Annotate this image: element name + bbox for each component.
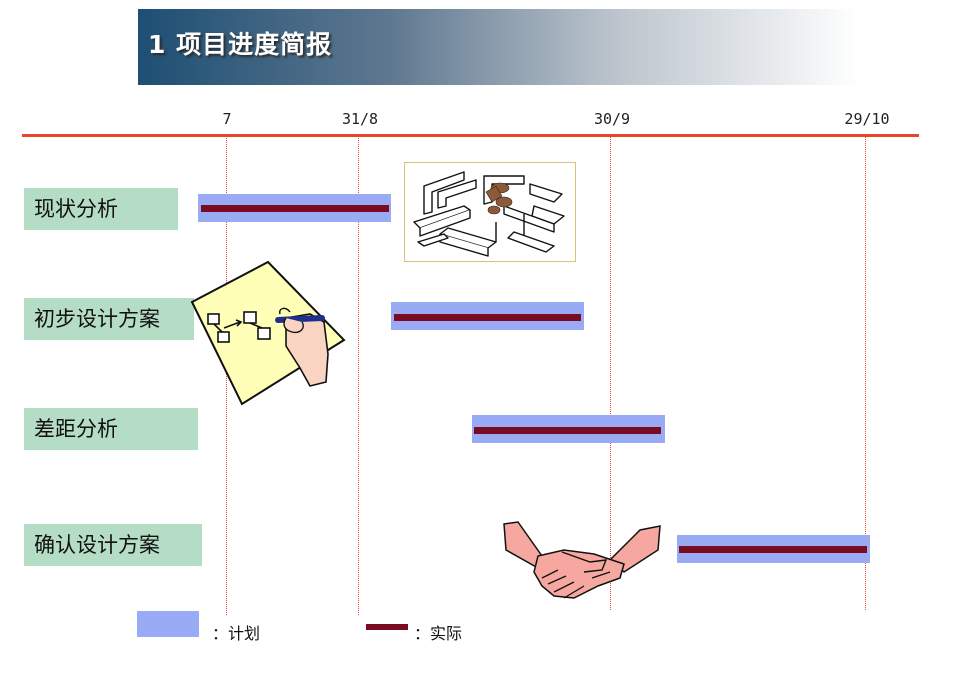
title-banner: 1 项目进度简报 <box>138 9 860 85</box>
legend-actual-label: ：实际 <box>414 624 463 643</box>
legend-actual-swatch <box>366 624 408 630</box>
legend-plan-label: ：计划 <box>212 624 261 643</box>
gridline-29-10 <box>865 135 866 610</box>
date-label-31-8: 31/8 <box>341 110 379 128</box>
actual-bar <box>394 314 581 321</box>
task-label-preliminary-design: 初步设计方案 <box>24 298 194 340</box>
maze-icon <box>404 162 576 262</box>
actual-bar <box>474 427 661 434</box>
task-label-gap-analysis: 差距分析 <box>24 408 198 450</box>
handshake-icon <box>503 521 661 599</box>
gridline-31-8 <box>358 135 359 615</box>
gridline-30-9 <box>610 135 611 610</box>
date-label-29-10: 29/10 <box>844 110 890 128</box>
page-title: 1 项目进度简报 <box>148 30 333 59</box>
task-label-confirm-design: 确认设计方案 <box>24 524 202 566</box>
task-label-status-analysis: 现状分析 <box>24 188 178 230</box>
timeline-axis <box>22 134 919 137</box>
date-label-30-9: 30/9 <box>593 110 631 128</box>
actual-bar <box>201 205 389 212</box>
gridline-7 <box>226 135 227 615</box>
date-label-7: 7 <box>222 110 232 128</box>
actual-bar <box>679 546 867 553</box>
hand-drawing-diagram-icon <box>190 260 346 406</box>
legend-plan-swatch <box>137 611 199 637</box>
